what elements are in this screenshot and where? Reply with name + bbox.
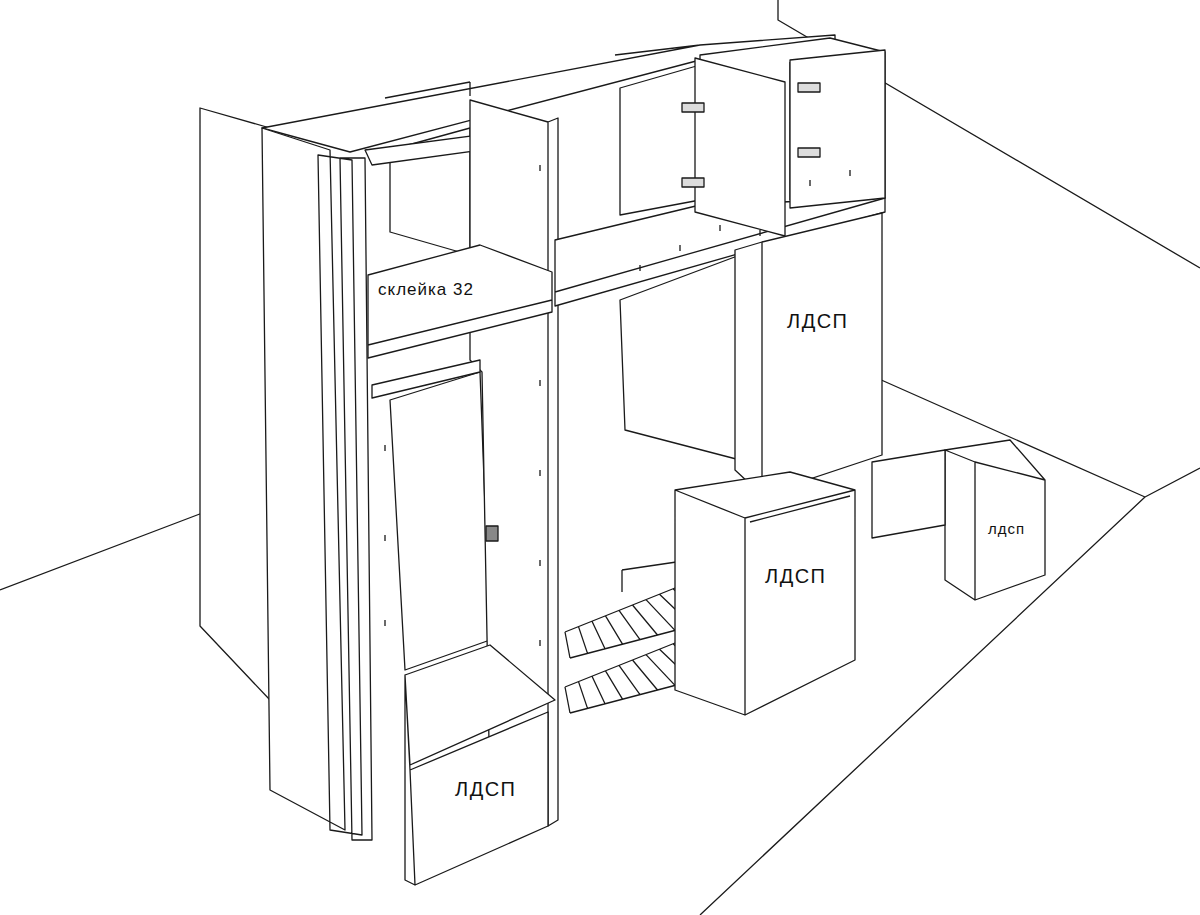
lower-rail: [372, 360, 480, 398]
right-cabinet: [735, 213, 882, 495]
part-label: лдсп: [987, 521, 1026, 538]
small-cabinet-door: [872, 450, 945, 538]
part-label: склейка 32: [377, 281, 475, 300]
back-side-panel: [200, 108, 270, 700]
hinge: [682, 83, 944, 514]
middle-cabinet: [675, 472, 855, 715]
small-cabinet: [945, 440, 1045, 600]
lower-left-cabinet: [405, 645, 555, 885]
open-door: [695, 50, 885, 236]
part-label: ЛДСП: [454, 778, 518, 800]
part-label: ЛДСП: [764, 565, 828, 587]
left-side-panels: [262, 128, 372, 840]
glued-shelf: [368, 245, 552, 358]
shelf-pins: [385, 165, 850, 646]
part-label: ЛДСП: [786, 310, 850, 332]
door-handle: [486, 526, 498, 541]
